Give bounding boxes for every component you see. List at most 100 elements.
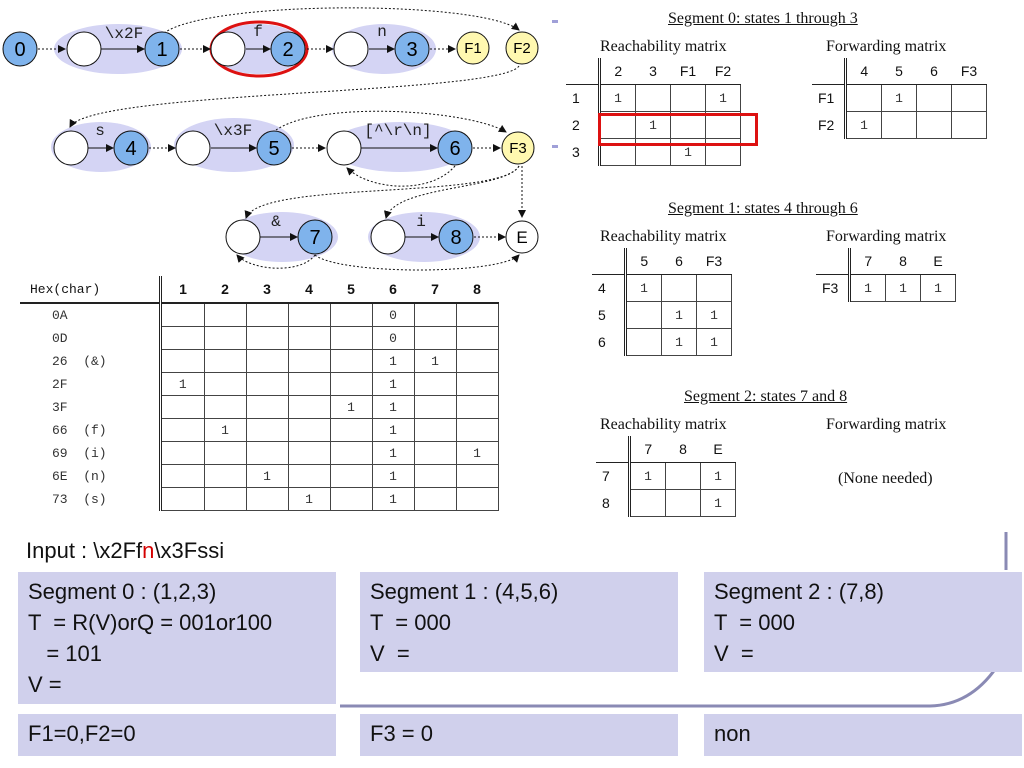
matrix-cell: 1	[628, 462, 666, 490]
matrix-cell: 1	[598, 84, 636, 112]
final-label: F3	[509, 140, 527, 157]
hex-cell	[329, 464, 373, 488]
state-label: 1	[156, 39, 167, 61]
state-node-8	[438, 219, 474, 255]
matrix-col-header: 2	[598, 58, 636, 85]
matrix-cell: 1	[920, 274, 956, 302]
matrix-cell: 1	[705, 84, 741, 112]
hex-col-header: 5	[330, 276, 372, 304]
hex-cell: 1	[371, 349, 415, 373]
matrix-cell: 1	[696, 301, 732, 329]
result-text: F1=0,F2=0	[28, 721, 136, 746]
hex-cell	[413, 464, 457, 488]
hex-cell	[455, 395, 499, 419]
matrix-cell	[705, 138, 741, 166]
matrix-row-label: F3	[822, 280, 839, 297]
empty-node	[210, 31, 246, 67]
box-line: T = 000	[714, 610, 795, 635]
matrix-cell	[635, 84, 671, 112]
state-label: 3	[406, 39, 417, 61]
hex-cell	[413, 441, 457, 465]
hex-cell	[455, 464, 499, 488]
matrix-row-label: 4	[598, 280, 606, 297]
hex-cell	[455, 372, 499, 396]
hex-cell	[287, 302, 331, 327]
end-node	[505, 220, 539, 254]
fwd-matrix-title: Forwarding matrix	[826, 228, 947, 245]
hex-row-label: 66 (f)	[52, 422, 107, 438]
hex-cell	[413, 302, 457, 327]
hex-cell	[203, 349, 247, 373]
box-line: V =	[714, 641, 754, 666]
final-node-f1	[456, 31, 490, 65]
segment-title: Segment 0: states 1 through 3	[668, 10, 858, 27]
hex-cell	[245, 441, 289, 465]
edge-label: s	[95, 122, 105, 140]
matrix-col-header: 5	[624, 248, 662, 275]
matrix-cell: 1	[881, 84, 917, 112]
hex-col-header: 3	[246, 276, 288, 304]
hex-cell: 0	[371, 326, 415, 350]
hex-cell: 1	[371, 395, 415, 419]
matrix-row-label: 1	[572, 90, 580, 107]
hex-cell	[245, 302, 289, 327]
hex-cell	[329, 349, 373, 373]
hex-row-label: 0D	[52, 330, 68, 346]
edge-label: n	[377, 23, 387, 41]
matrix-row-label: 3	[572, 144, 580, 160]
hex-cell	[329, 418, 373, 442]
edge-label: &	[271, 213, 281, 231]
hex-cell: 1	[371, 418, 415, 442]
box-line: V =	[370, 641, 410, 666]
box-line: T = 000	[370, 610, 451, 635]
highlight-rect	[598, 113, 758, 146]
hex-cell: 1	[413, 349, 457, 373]
hex-cell: 1	[455, 441, 499, 465]
input-suffix: \x3Fssi	[154, 538, 225, 563]
matrix-col-header: 7	[848, 248, 886, 275]
box-line: = 101	[28, 641, 103, 666]
segment-1-result: F3 = 0	[360, 714, 678, 756]
matrix-col-header: 7	[628, 436, 666, 463]
reach-matrix-title: Reachability matrix	[600, 38, 727, 55]
matrix-corner	[566, 58, 600, 85]
input-string: Input : \x2Ffn\x3Fssi	[26, 538, 224, 564]
hex-cell	[287, 441, 331, 465]
hex-cell	[329, 487, 373, 511]
segment-0-result: F1=0,F2=0	[18, 714, 336, 756]
hex-cell	[287, 418, 331, 442]
hex-cell: 1	[371, 441, 415, 465]
edge-label: i	[416, 213, 426, 231]
segment-2-box: Segment 2 : (7,8) T = 000 V =	[704, 572, 1022, 672]
hex-cell	[245, 372, 289, 396]
box-line: T = R(V)orQ = 001or100	[28, 610, 273, 635]
empty-node	[225, 219, 261, 255]
matrix-cell	[844, 84, 882, 112]
matrix-cell	[951, 111, 987, 139]
matrix-col-header: E	[700, 436, 736, 463]
hex-row-label: 73 (s)	[52, 491, 107, 507]
input-prefix: Input : \x2Ff	[26, 538, 143, 563]
tick-mark	[552, 20, 558, 23]
matrix-col-header: 6	[661, 248, 697, 275]
matrix-col-header: 3	[635, 58, 671, 85]
hex-cell	[203, 464, 247, 488]
hex-table-header: Hex(char) 1 2 3 4 5 6 7 8	[20, 276, 498, 304]
matrix-col-header: F3	[951, 58, 987, 85]
hex-cell	[287, 326, 331, 350]
matrix-cell	[665, 489, 701, 517]
hex-cell	[159, 487, 205, 511]
matrix-col-header: E	[920, 248, 956, 275]
state-node-0	[2, 31, 38, 67]
matrix-corner	[592, 248, 626, 275]
matrix-cell: 1	[624, 274, 662, 302]
state-node-4	[113, 130, 149, 166]
